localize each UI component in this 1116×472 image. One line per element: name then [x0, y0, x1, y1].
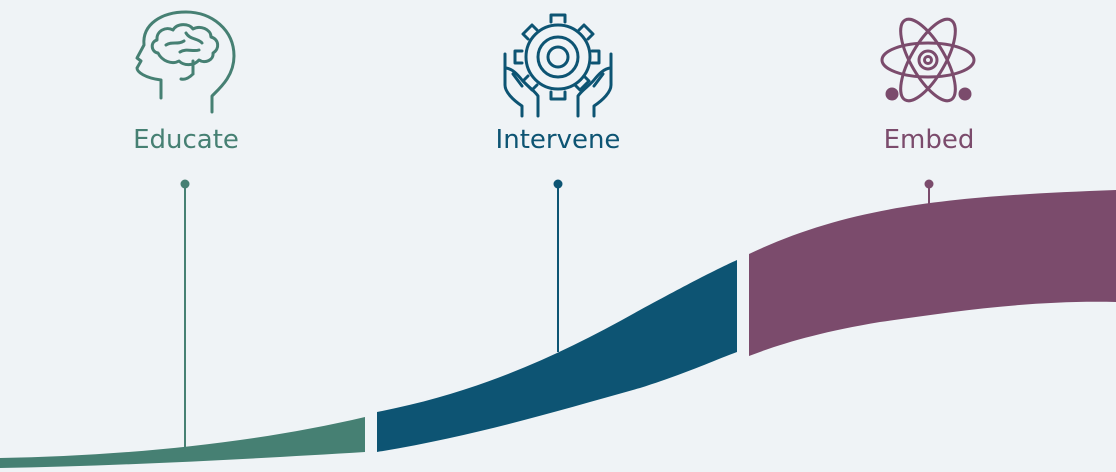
curve-band-embed — [749, 190, 1116, 356]
curve-band-intervene — [377, 260, 737, 452]
curve-band-educate — [0, 417, 365, 468]
stage-label-educate: Educate — [133, 125, 239, 155]
atom-icon — [880, 17, 976, 103]
stage-label-intervene: Intervene — [496, 125, 621, 155]
hands-gear-icon — [503, 13, 613, 118]
stage-educate: Educate — [133, 10, 239, 452]
brain-head-icon — [135, 10, 236, 114]
stage-label-embed: Embed — [884, 125, 975, 155]
stage-embed: Embed — [880, 17, 976, 212]
stage-intervene: Intervene — [496, 13, 621, 352]
